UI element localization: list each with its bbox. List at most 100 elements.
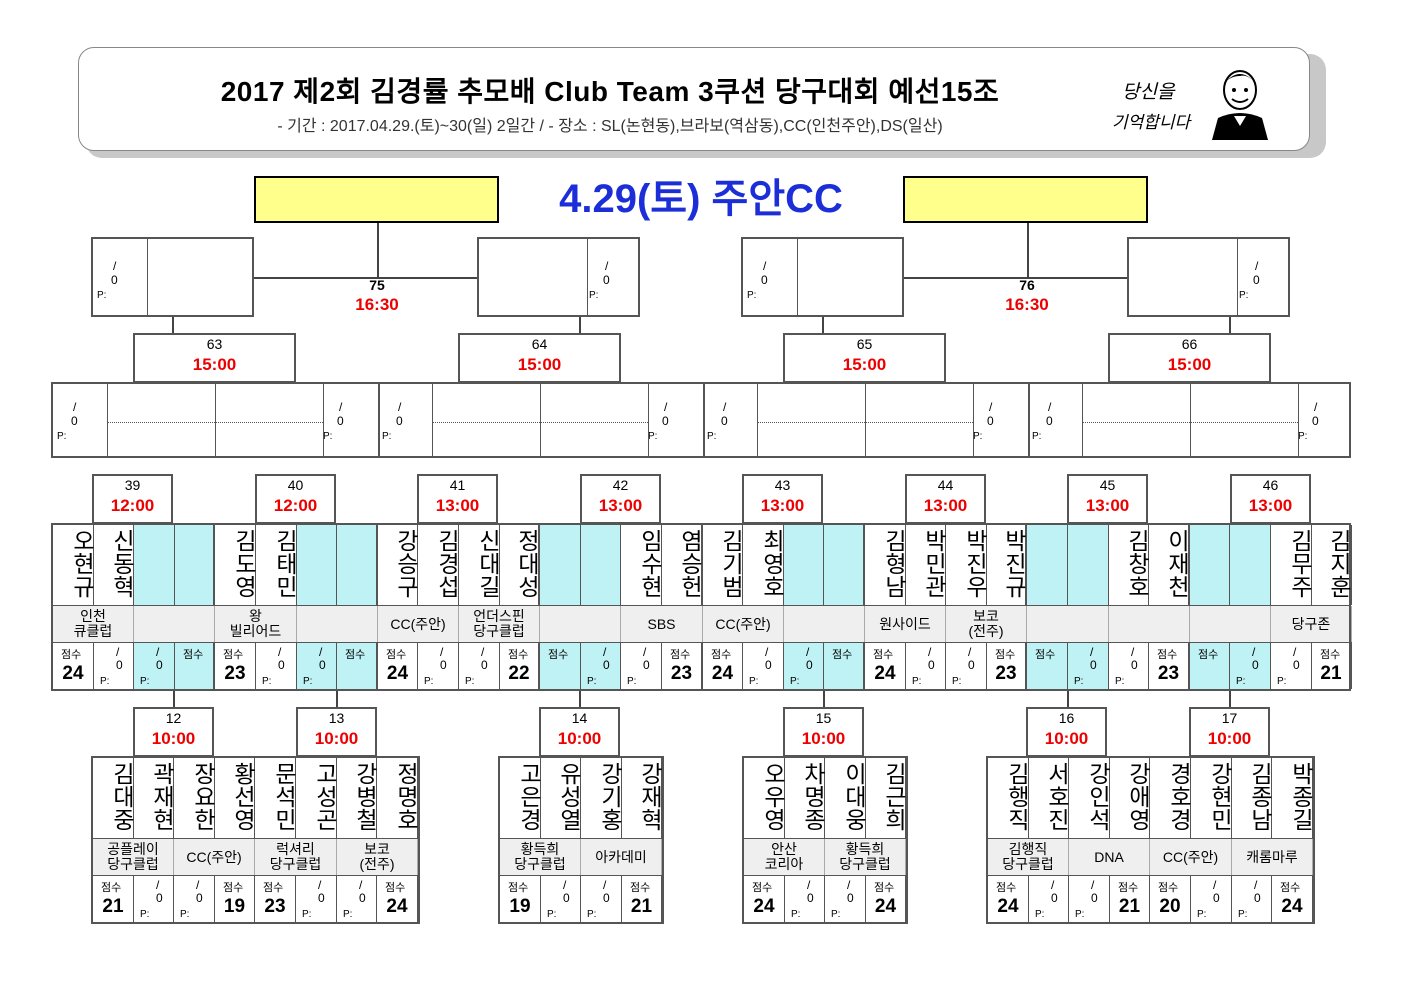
slot-zero: 0 xyxy=(1090,658,1097,672)
connector-line xyxy=(1229,317,1231,333)
score-label: 점수 xyxy=(1158,882,1179,894)
player-cell xyxy=(1190,525,1230,605)
slot-p-label: P: xyxy=(465,676,475,687)
player-name: 정대성 xyxy=(514,529,540,598)
player-cell xyxy=(824,525,865,605)
score-label: 점수 xyxy=(1198,649,1219,661)
player-name: 유성열 xyxy=(556,762,582,831)
club-name xyxy=(1109,606,1190,642)
slot-p-label: P: xyxy=(180,909,190,920)
player-name: 강재혁 xyxy=(637,762,663,831)
dotted-line xyxy=(1082,422,1298,423)
slot-zero: 0 xyxy=(278,658,285,672)
club-name: CC(주안) xyxy=(174,839,255,875)
player-cell: 김도영 xyxy=(215,525,257,605)
match-time: 13:00 xyxy=(435,496,480,515)
player-name: 김종남 xyxy=(1247,762,1273,831)
score-value: 23 xyxy=(670,663,693,684)
player-name: 김기범 xyxy=(718,529,744,598)
slot-p-label: P: xyxy=(140,676,150,687)
player-cell: 이대웅 xyxy=(825,758,867,838)
score-cell: 점수 xyxy=(824,642,865,689)
match-number: 41 xyxy=(449,477,466,493)
slot-zero: 0 xyxy=(603,658,610,672)
match-time: 10:00 xyxy=(1207,729,1252,748)
slot-zero: 0 xyxy=(1252,658,1259,672)
score-value: 19 xyxy=(223,896,246,917)
player-name: 김태민 xyxy=(272,529,298,598)
club-name: SBS xyxy=(621,606,703,642)
slot-p-label: P: xyxy=(303,676,313,687)
match-number: 12 xyxy=(165,710,182,726)
score-value: 23 xyxy=(995,663,1017,684)
club-name xyxy=(540,606,621,642)
slot-slash: / xyxy=(563,878,567,892)
score-value: 24 xyxy=(62,663,84,684)
slot-p-label: P: xyxy=(547,909,557,920)
slot-slash: / xyxy=(643,645,647,659)
slot-zero: 0 xyxy=(481,658,488,672)
player-cell: 김창호 xyxy=(1109,525,1150,605)
player-cell xyxy=(1068,525,1109,605)
match-number: 46 xyxy=(1262,477,1279,493)
slot-zero: 0 xyxy=(603,891,610,905)
slot-p-label: P: xyxy=(747,290,757,301)
slot-slash: / xyxy=(398,400,402,414)
match-time: 15:00 xyxy=(842,355,887,374)
slot-p-label: P: xyxy=(323,431,333,442)
club-name xyxy=(1190,606,1271,642)
score-value: 22 xyxy=(508,663,530,684)
player-name: 곽재현 xyxy=(149,762,175,831)
player-cell: 박민관 xyxy=(906,525,947,605)
club-name xyxy=(297,606,378,642)
score-cell: 점수 xyxy=(540,642,581,689)
player-name: 김경섭 xyxy=(434,529,460,598)
player-name: 고성곤 xyxy=(312,762,338,831)
quarter-divider xyxy=(1298,384,1299,456)
final-connector xyxy=(904,277,1127,279)
slot-zero: 0 xyxy=(1293,658,1300,672)
final-time: 16:30 xyxy=(1005,295,1049,314)
quarter-divider xyxy=(378,384,380,456)
club-name xyxy=(134,606,215,642)
player-name: 강승구 xyxy=(393,529,419,598)
slot-slash: / xyxy=(806,645,810,659)
score-value: 24 xyxy=(997,896,1019,917)
player-name: 김지훈 xyxy=(1326,529,1352,598)
score-label: 점수 xyxy=(183,649,204,661)
score-label: 점수 xyxy=(752,882,773,894)
slot-slash: / xyxy=(847,878,851,892)
player-cell: 강병철 xyxy=(337,758,378,838)
slot-p-label: P: xyxy=(302,909,312,920)
slot-zero: 0 xyxy=(71,414,78,428)
player-name: 신동혁 xyxy=(109,529,135,598)
player-cell: 강기홍 xyxy=(581,758,623,838)
slot-slash: / xyxy=(1255,259,1259,273)
slot-p-label: P: xyxy=(627,676,637,687)
match-time: 10:00 xyxy=(1044,729,1089,748)
match-time: 12:00 xyxy=(273,496,318,515)
slot-slash: / xyxy=(989,400,993,414)
player-name: 황선영 xyxy=(230,762,256,831)
slot-slash: / xyxy=(1254,878,1258,892)
